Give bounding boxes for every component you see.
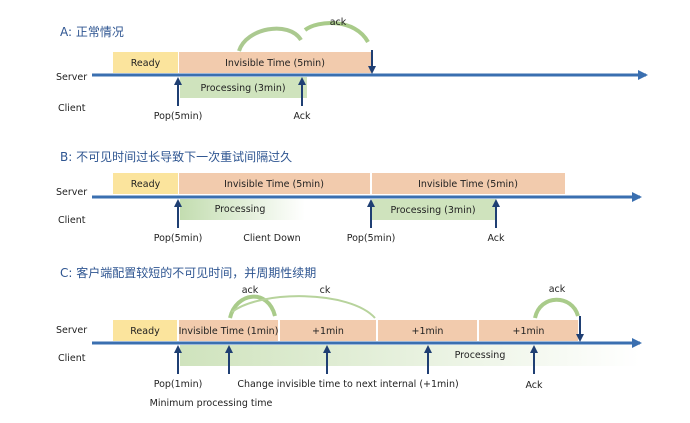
ready-block-label: Ready bbox=[131, 58, 161, 69]
pop-arrow-head bbox=[174, 345, 182, 353]
section-a: A: 正常情况 Server Client Ready Invisible Ti… bbox=[56, 17, 648, 122]
invisible-time-block bbox=[179, 320, 278, 341]
ck-arc-label: ck bbox=[320, 285, 331, 296]
ready-block bbox=[113, 173, 178, 194]
processing-fade-block bbox=[180, 199, 305, 220]
ack-arc-1 bbox=[228, 294, 277, 319]
invisible-time-block bbox=[179, 52, 372, 73]
processing-label: Processing (3min) bbox=[200, 83, 285, 94]
invisible-time-block-2 bbox=[372, 173, 565, 194]
invisible-time-block-1 bbox=[179, 173, 370, 194]
change-arrow-1-head bbox=[225, 345, 233, 353]
ack-arrow-head bbox=[298, 77, 306, 85]
invisible-time-label: Invisible Time (1min) bbox=[179, 326, 279, 337]
extend-label-2: +1min bbox=[412, 326, 444, 337]
ack-arc bbox=[237, 26, 303, 52]
processing-block bbox=[180, 77, 307, 98]
ack-label: Ack bbox=[293, 111, 311, 122]
ack-down-arrow-head bbox=[368, 66, 376, 74]
client-label: Client bbox=[58, 215, 86, 226]
processing-label: Processing (3min) bbox=[390, 205, 475, 216]
extend-label-1: +1min bbox=[312, 326, 344, 337]
change-arrow-3-head bbox=[424, 345, 432, 353]
ck-arc bbox=[231, 295, 376, 319]
ack-label: Ack bbox=[487, 233, 505, 244]
invisible-time-label-1: Invisible Time (5min) bbox=[224, 179, 324, 190]
section-a-title: A: 正常情况 bbox=[60, 25, 124, 39]
processing-fade-block bbox=[180, 345, 640, 366]
ack-arrow-head bbox=[530, 345, 538, 353]
ready-block-label: Ready bbox=[130, 326, 160, 337]
ack-arc-2 bbox=[533, 297, 580, 319]
server-label: Server bbox=[56, 187, 87, 198]
pop-arrow-head bbox=[174, 199, 182, 207]
client-label: Client bbox=[58, 353, 86, 364]
change-invisible-label: Change invisible time to next internal (… bbox=[237, 379, 458, 390]
pop-arrow-2-head bbox=[367, 199, 375, 207]
pop-label: Pop(5min) bbox=[154, 111, 203, 122]
section-b-title: B: 不可见时间过长导致下一次重试间隔过久 bbox=[60, 149, 292, 164]
client-down-label: Client Down bbox=[243, 233, 300, 244]
section-b: B: 不可见时间过长导致下一次重试间隔过久 Server Client Read… bbox=[56, 149, 642, 244]
ready-block-label: Ready bbox=[131, 179, 161, 190]
processing-block bbox=[372, 199, 496, 220]
processing-fade-label: Processing bbox=[215, 204, 266, 215]
processing-label: Processing bbox=[455, 350, 506, 361]
invisible-time-label: Invisible Time (5min) bbox=[225, 58, 325, 69]
ack-arc-label-2: ack bbox=[549, 284, 566, 295]
section-c: C: 客户端配置较短的不可见时间，并周期性续期 Server Client Re… bbox=[56, 265, 642, 409]
ack-label: Ack bbox=[525, 380, 543, 391]
server-label: Server bbox=[56, 72, 87, 83]
ack-arc-curve bbox=[303, 20, 370, 44]
invisible-time-label-2: Invisible Time (5min) bbox=[418, 179, 518, 190]
extend-block-3 bbox=[479, 320, 578, 341]
ready-block bbox=[113, 320, 177, 341]
pop-label: Pop(1min) bbox=[154, 379, 203, 390]
client-label: Client bbox=[58, 103, 86, 114]
ack-arc-label: ack bbox=[330, 17, 347, 28]
extend-block-1 bbox=[280, 320, 376, 341]
pop-label: Pop(5min) bbox=[154, 233, 203, 244]
pop-label-2: Pop(5min) bbox=[347, 233, 396, 244]
extend-block-2 bbox=[378, 320, 477, 341]
ack-arrow-head bbox=[492, 199, 500, 207]
server-label: Server bbox=[56, 325, 87, 336]
pop-arrow-head bbox=[174, 77, 182, 85]
ack-down-arrow-head bbox=[576, 334, 584, 342]
min-processing-label: Minimum processing time bbox=[150, 398, 273, 409]
ready-block bbox=[113, 52, 178, 73]
section-c-title: C: 客户端配置较短的不可见时间，并周期性续期 bbox=[60, 265, 316, 280]
extend-label-3: +1min bbox=[513, 326, 545, 337]
change-arrow-2-head bbox=[323, 345, 331, 353]
ack-arc-label-1: ack bbox=[242, 285, 259, 296]
